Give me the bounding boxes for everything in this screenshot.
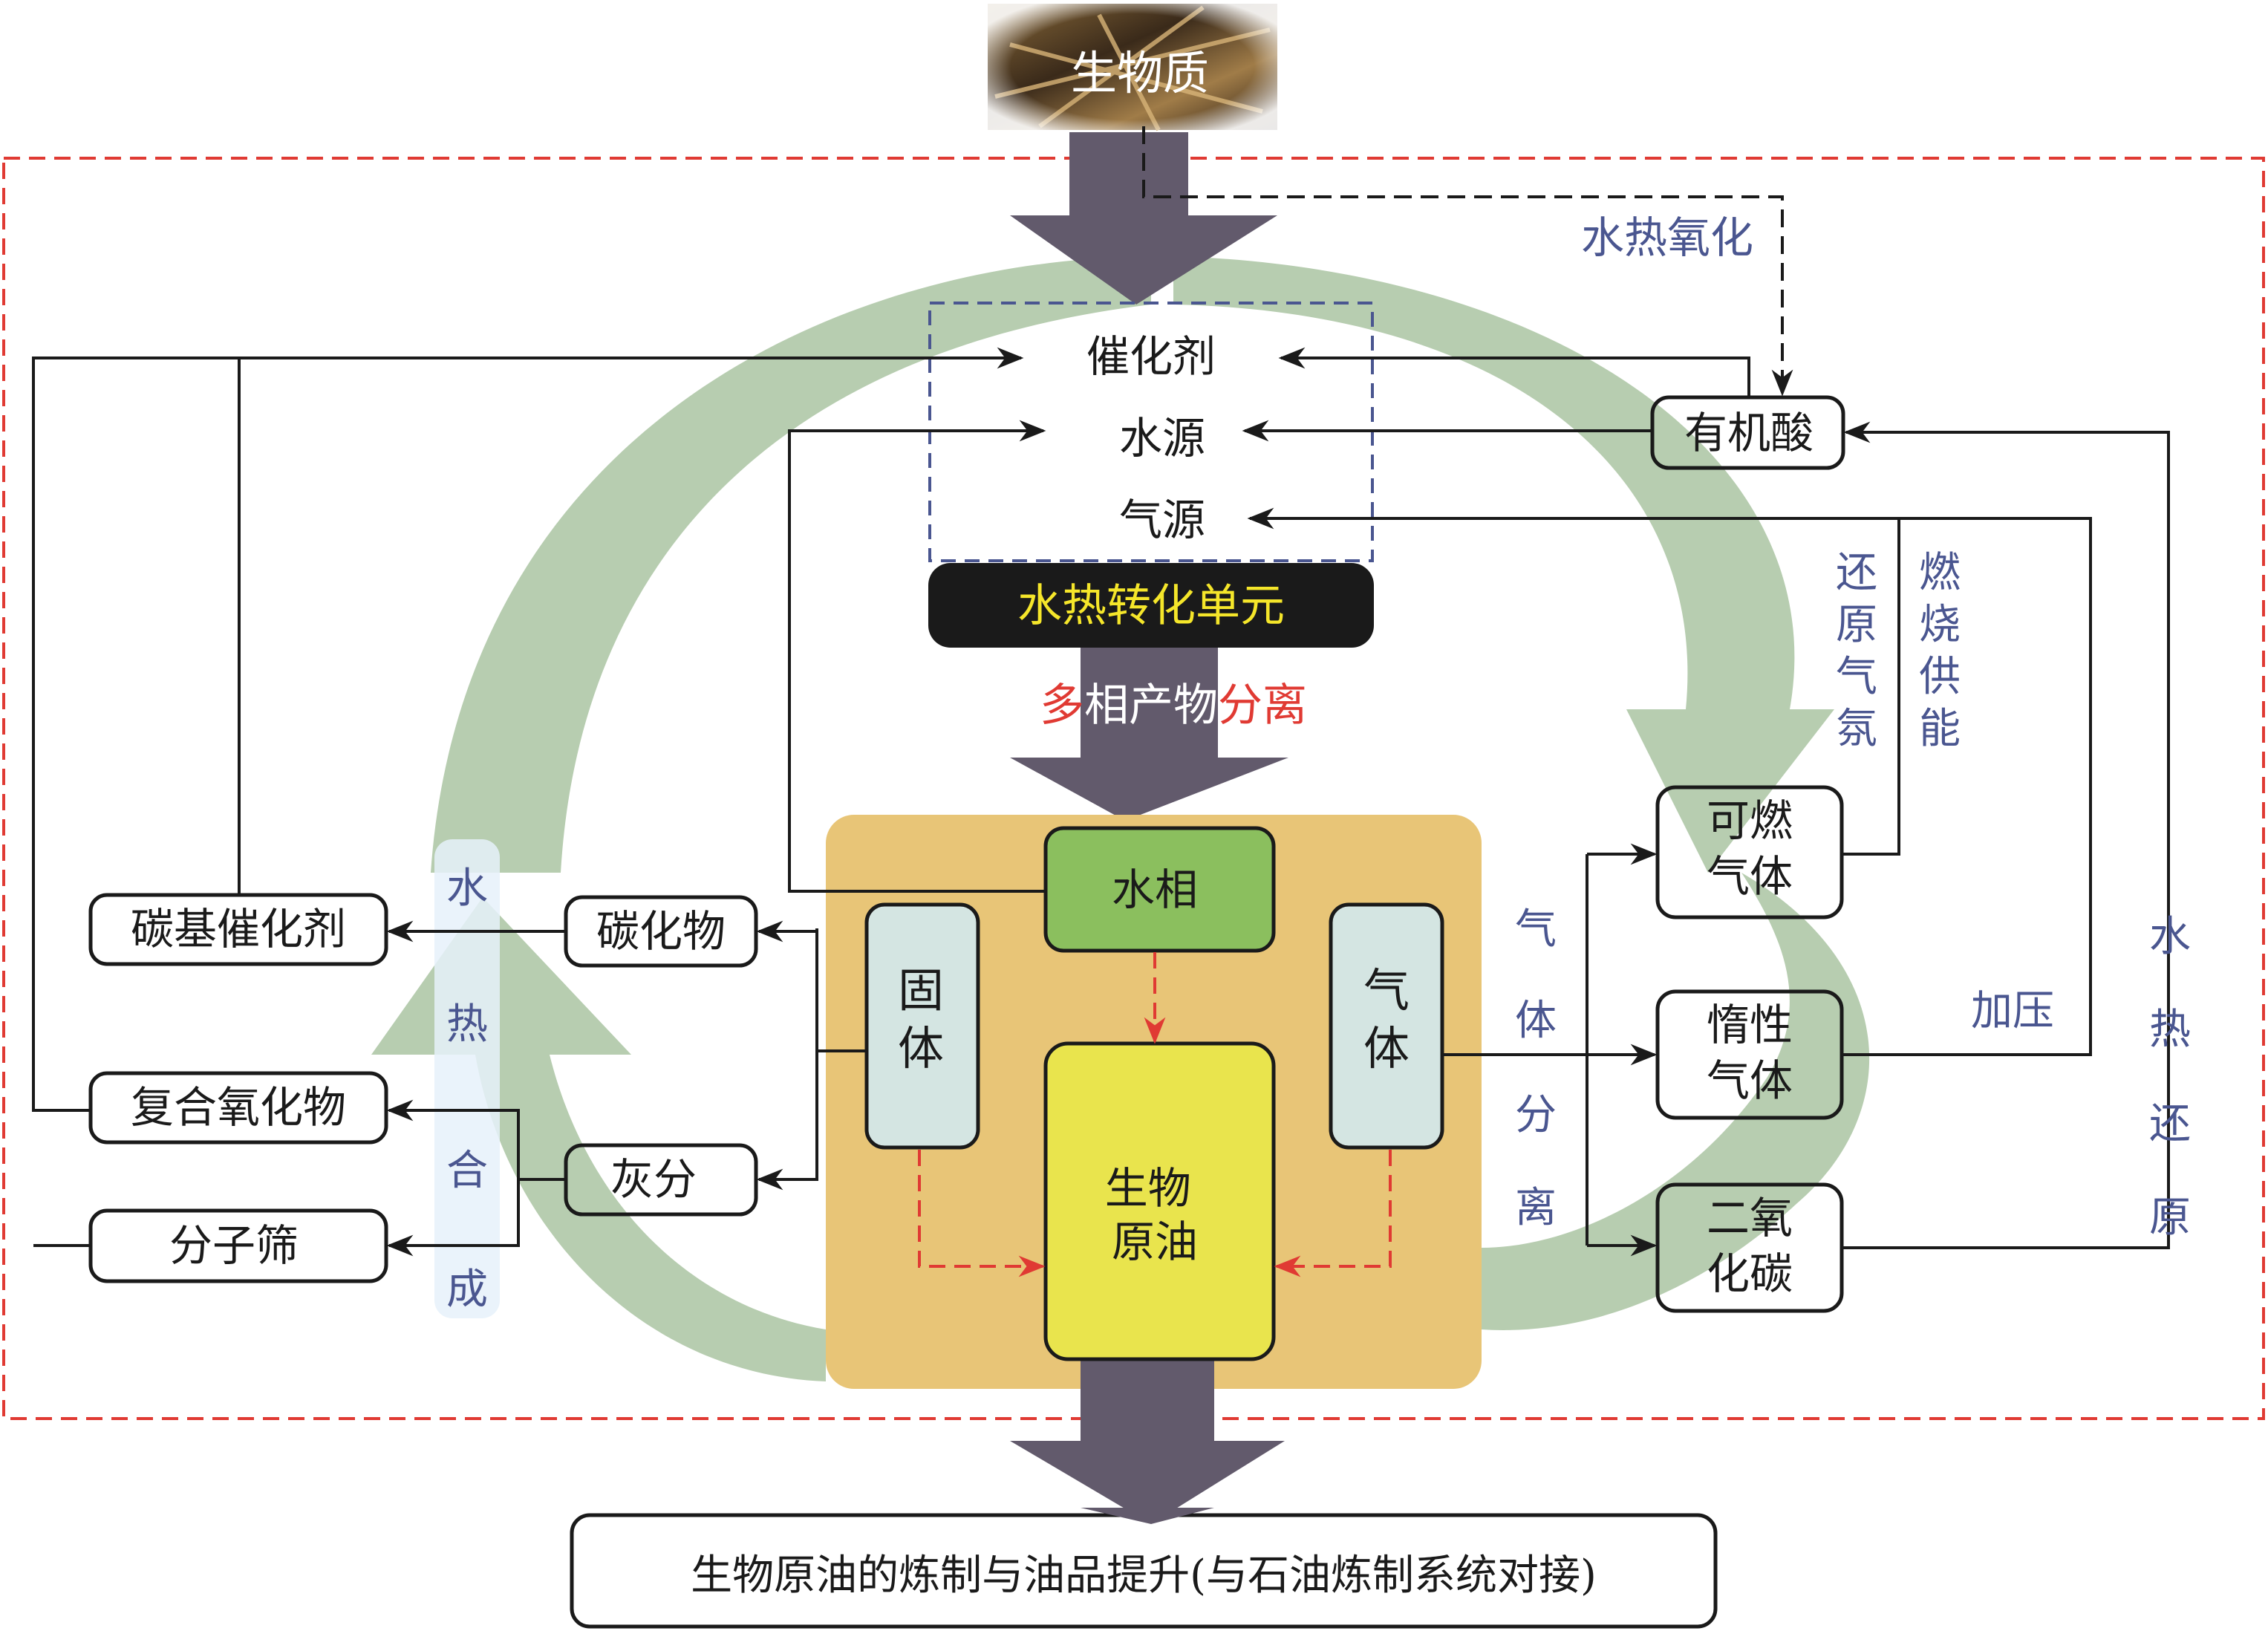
- gas-sep-char-1: 气: [1515, 905, 1557, 954]
- co2-line1: 二氧: [1707, 1193, 1793, 1243]
- combustion-char-1: 燃: [1919, 549, 1961, 597]
- combustible-gas-line1: 可燃: [1707, 795, 1793, 846]
- output-arrow: [1010, 1337, 1285, 1524]
- co2-line2: 化碳: [1707, 1249, 1793, 1299]
- gas-phase-label-char: 气: [1363, 963, 1410, 1018]
- right-connectors: [1242, 347, 2170, 1257]
- reducing-char-2: 原: [1836, 601, 1877, 649]
- combustible-gas-box: [1655, 785, 1844, 919]
- solid-to-biocrude: [918, 1150, 1046, 1277]
- oxidation-label: 水热氧化: [1581, 212, 1753, 263]
- synthesis-char-2: 热: [446, 1000, 488, 1049]
- solid-phase-label: 固体: [898, 963, 944, 1075]
- combustion-char-2: 烧: [1919, 601, 1961, 649]
- cycle-arc-left-upper: [431, 256, 1151, 873]
- biocrude-line2: 原油: [1112, 1217, 1198, 1267]
- separation-arrow: [1010, 648, 1288, 821]
- synthesis-label: 水 热 合 成: [446, 865, 488, 1314]
- cycle-arc-right-upper: [1173, 256, 1834, 873]
- cycle-arc-right-lower: [1482, 873, 1870, 1330]
- gas-sep-char-2: 体: [1515, 997, 1557, 1045]
- solid-phase-label-char: 体: [898, 1021, 944, 1075]
- solid-phase-label-char: 固: [898, 963, 944, 1018]
- input-catalyst: 催化剂: [1086, 331, 1216, 382]
- conversion-unit: [928, 563, 1374, 648]
- synthesis-band: [434, 839, 500, 1318]
- gas-phase-label: 气体: [1363, 963, 1410, 1075]
- reducing-char-1: 还: [1836, 549, 1877, 597]
- reducing-atmosphere-label: 还 原 气 氛: [1836, 549, 1877, 753]
- separation-label-part1: 多: [1040, 680, 1084, 732]
- molecular-sieve-label: 分子筛: [169, 1220, 299, 1271]
- gas-phase-box: [1329, 902, 1444, 1150]
- carbon-catalyst-label: 碳基催化剂: [131, 904, 346, 954]
- gas-separation-label: 气 体 分 离: [1515, 905, 1557, 1232]
- gas-sep-char-4: 离: [1515, 1184, 1557, 1232]
- oxidation-path: [1142, 126, 1793, 397]
- biomass-source: 生物质: [988, 4, 1277, 131]
- synthesis-char-4: 成: [446, 1266, 488, 1314]
- solid-phase-box: [864, 902, 980, 1150]
- reducing-char-4: 氛: [1836, 705, 1877, 753]
- composite-oxide-box: [88, 1071, 388, 1145]
- synthesis-char-3: 合: [446, 1147, 488, 1195]
- reduction-char-3: 还: [2149, 1100, 2191, 1148]
- aqueous-phase-box: [1043, 826, 1276, 953]
- left-connectors: [32, 347, 1046, 1257]
- input-gas: 气源: [1119, 495, 1205, 545]
- aqueous-phase-label: 水相: [1112, 865, 1198, 915]
- conversion-unit-label: 水热转化单元: [1017, 580, 1285, 632]
- gas-to-biocrude: [1274, 1150, 1392, 1277]
- carbide-label: 碳化物: [596, 906, 726, 957]
- combustion-energy-label: 燃 烧 供 能: [1919, 549, 1961, 753]
- reduction-char-1: 水: [2149, 913, 2191, 961]
- composite-oxide-label: 复合氧化物: [131, 1082, 346, 1133]
- biocrude-label: 生物 原油: [1105, 1163, 1205, 1267]
- biocrude-line1: 生物: [1105, 1163, 1191, 1214]
- gas-phase-label-char: 体: [1363, 1021, 1410, 1075]
- hydrothermal-reduction-label: 水 热 还 原: [2149, 913, 2191, 1242]
- organic-acid-label: 有机酸: [1684, 408, 1814, 458]
- pressurize-label: 加压: [1971, 987, 2054, 1035]
- output-label: 生物原油的炼制与油品提升(与石油炼制系统对接): [691, 1552, 1597, 1600]
- gas-sep-char-3: 分: [1515, 1091, 1557, 1139]
- reducing-char-3: 气: [1836, 653, 1877, 701]
- reduction-char-2: 热: [2149, 1006, 2191, 1054]
- combustion-char-4: 能: [1919, 705, 1961, 753]
- inert-gas-line1: 惰性: [1707, 1000, 1793, 1050]
- combustion-char-3: 供: [1919, 653, 1961, 701]
- biomass-label: 生物质: [1071, 46, 1209, 100]
- input-water: 水源: [1119, 413, 1205, 463]
- combustible-gas-line2: 气体: [1707, 851, 1793, 902]
- separation-label-part2: 相产物: [1084, 680, 1218, 732]
- inert-gas-line2: 气体: [1707, 1055, 1793, 1106]
- reduction-char-4: 原: [2149, 1194, 2191, 1242]
- separation-label-part3: 分离: [1218, 680, 1307, 732]
- synthesis-char-1: 水: [446, 865, 488, 913]
- separation-label: 多相产物分离: [1040, 680, 1307, 732]
- feed-arrow: [1010, 132, 1277, 305]
- ash-label: 灰分: [610, 1154, 697, 1205]
